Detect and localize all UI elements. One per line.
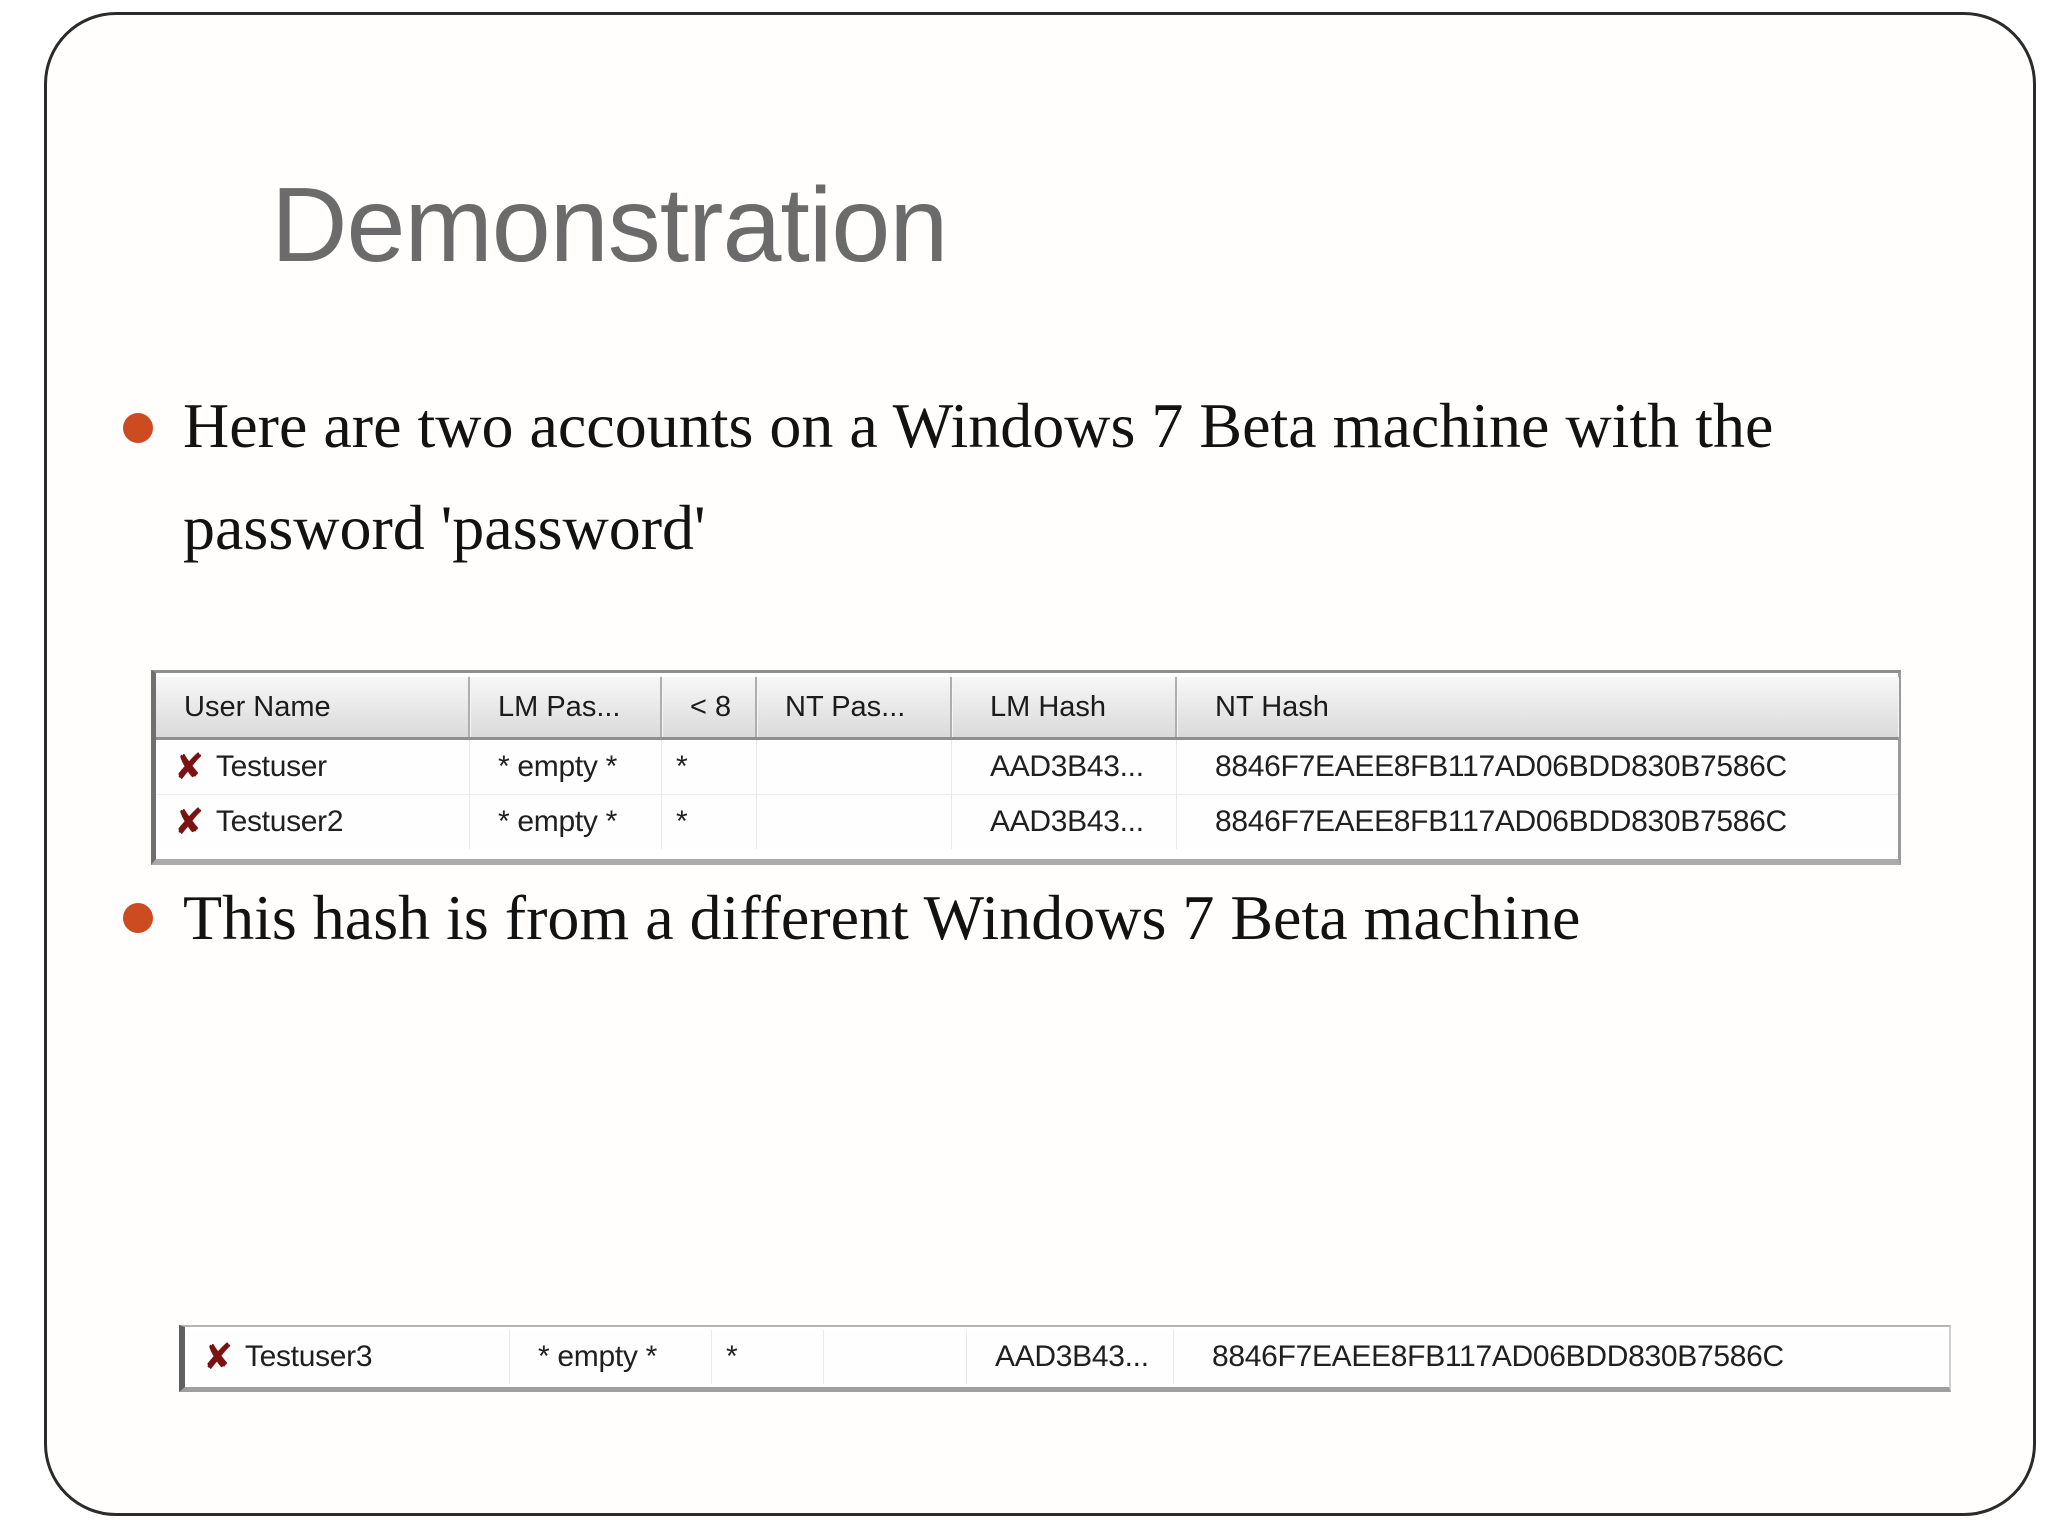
table-header-row: User Name LM Pas... < 8 NT Pas... LM Has… (156, 677, 1898, 740)
column-header-user-name: User Name (156, 677, 470, 737)
lm-hash-cell: AAD3B43... (952, 740, 1177, 794)
table-row: ✘ Testuser * empty * * AAD3B43... 8846F7… (156, 740, 1898, 794)
column-header-less-than-8: < 8 (662, 677, 757, 737)
table-row: ✘ Testuser2 * empty * * AAD3B43... 8846F… (156, 794, 1898, 849)
user-name-value: Testuser2 (215, 805, 344, 838)
password-hash-table-single: ✘ Testuser3 * empty * * AAD3B43... 8846F… (179, 1325, 1951, 1392)
nt-password-cell (757, 795, 952, 849)
lm-password-cell: * empty * (510, 1330, 712, 1384)
table-bottom-spacer (156, 849, 1898, 859)
lm-password-cell: * empty * (470, 795, 662, 849)
nt-hash-cell: 8846F7EAEE8FB117AD06BDD830B7586C (1212, 1340, 1784, 1373)
bullet-text-line: password 'password' (183, 492, 706, 563)
less-than-8-cell: * (712, 1330, 824, 1384)
lm-hash-cell: AAD3B43... (967, 1330, 1174, 1384)
column-header-nt-hash: NT Hash (1177, 677, 1898, 737)
bullet-item-accounts: Here are two accounts on a Windows 7 Bet… (183, 375, 1773, 579)
nt-hash-cell: 8846F7EAEE8FB117AD06BDD830B7586C (1215, 750, 1787, 783)
bullet-text-line: Here are two accounts on a Windows 7 Bet… (183, 390, 1774, 461)
bullet-item-different-machine: This hash is from a different Windows 7 … (183, 867, 1580, 969)
password-hash-table: User Name LM Pas... < 8 NT Pas... LM Has… (151, 670, 1901, 865)
column-header-nt-password: NT Pas... (757, 677, 952, 737)
user-name-cell: ✘ Testuser3 (185, 1330, 510, 1384)
column-header-lm-hash: LM Hash (952, 677, 1177, 737)
table-row: ✘ Testuser3 * empty * * AAD3B43... 8846F… (185, 1330, 1949, 1384)
bullet-icon (123, 413, 153, 443)
nt-password-cell (757, 740, 952, 794)
x-mark-icon: ✘ (174, 802, 204, 843)
nt-password-cell (824, 1330, 967, 1384)
lm-password-cell: * empty * (470, 740, 662, 794)
column-header-lm-password: LM Pas... (470, 677, 662, 737)
x-mark-icon: ✘ (203, 1337, 233, 1378)
user-name-cell: ✘ Testuser (156, 740, 470, 794)
lm-hash-cell: AAD3B43... (952, 795, 1177, 849)
less-than-8-cell: * (662, 795, 757, 849)
user-name-value: Testuser (215, 750, 327, 783)
bullet-text-line: This hash is from a different Windows 7 … (183, 882, 1581, 953)
slide-frame: Demonstration Here are two accounts on a… (44, 12, 2036, 1516)
slide-title: Demonstration (271, 166, 948, 284)
less-than-8-cell: * (662, 740, 757, 794)
bullet-icon (123, 903, 153, 933)
nt-hash-cell: 8846F7EAEE8FB117AD06BDD830B7586C (1215, 805, 1787, 838)
user-name-cell: ✘ Testuser2 (156, 795, 470, 849)
x-mark-icon: ✘ (174, 747, 204, 788)
user-name-value: Testuser3 (244, 1340, 373, 1373)
